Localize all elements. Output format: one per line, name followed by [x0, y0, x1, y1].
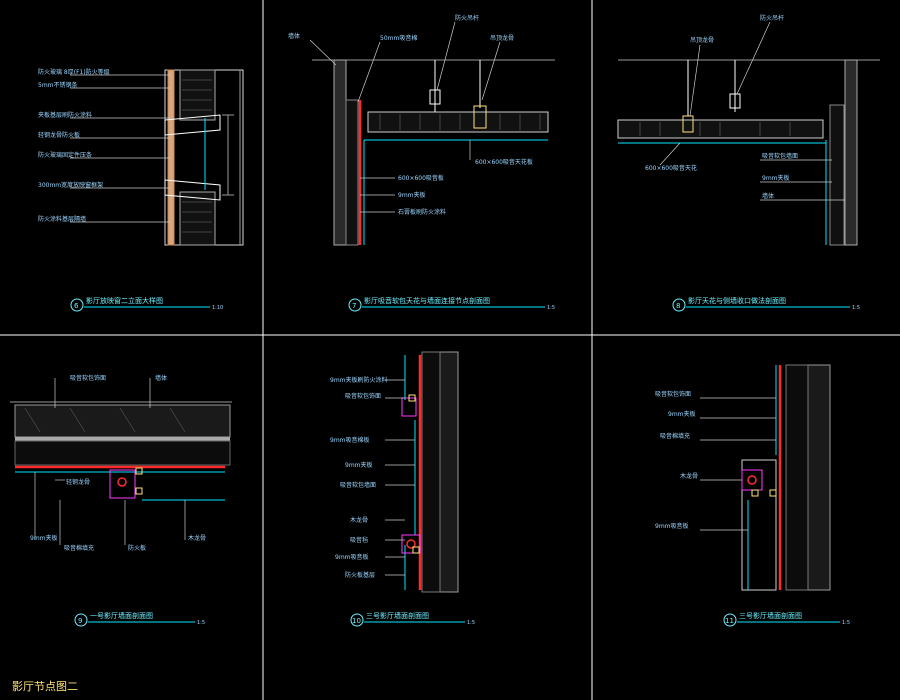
p11-number: 11 [725, 617, 734, 625]
p8-number: 8 [676, 302, 680, 310]
panel-6-detail: 防火玻璃 8厚(F1)防火等级 5mm不锈钢条 夹板基层刷防火涂料 轻钢龙骨防火… [38, 68, 244, 312]
p8-title: 影厅天花与侧墙收口做法剖面图 [688, 296, 786, 305]
p8-label-2: 600×600吸音天花 [645, 164, 697, 172]
panel-11-detail: 吸音软包饰面 9mm夹板 吸音棉填充 木龙骨 9mm吸音板 11 三号影厅墙面剖… [655, 364, 850, 627]
p7-label-3: 吊顶龙骨 [490, 34, 514, 42]
p10-number: 10 [352, 617, 361, 625]
panel-7-detail: 墙体 50mm吸音棉 防火吊杆 吊顶龙骨 600×600吸音板 9mm夹板 石膏… [288, 14, 555, 312]
p10-label-0: 9mm夹板刷防火涂料 [330, 376, 388, 384]
p8-label-0: 吊顶龙骨 [690, 36, 714, 44]
p11-label-3: 木龙骨 [680, 472, 698, 480]
p6-title: 影厅放映窗二立面大样图 [86, 296, 163, 305]
p6-label-1: 5mm不锈钢条 [38, 81, 78, 89]
p7-scale: 1:5 [547, 305, 555, 311]
p8-label-5: 墙体 [762, 192, 774, 200]
p10-label-7: 9mm吸音板 [335, 553, 369, 561]
p11-scale: 1:5 [842, 620, 850, 626]
p9-label-3: 9mm夹板 [30, 534, 58, 542]
p6-label-6: 防火涂料基层隔墙 [38, 215, 86, 223]
p9-title: 一号影厅墙面剖面图 [90, 611, 153, 620]
p10-label-4: 吸音软包墙面 [340, 481, 376, 489]
p9-label-2: 轻钢龙骨 [66, 478, 90, 486]
p8-label-1: 防火吊杆 [760, 14, 784, 22]
p9-label-0: 吸音软包饰面 [70, 374, 106, 382]
p7-label-1: 50mm吸音棉 [380, 34, 417, 42]
p8-scale: 1:5 [852, 305, 860, 311]
drawing-title: 影厅节点图二 [12, 680, 78, 693]
p9-label-5: 防火板 [128, 544, 146, 552]
p7-number: 7 [352, 302, 356, 310]
p10-label-1: 吸音软包饰面 [345, 392, 381, 400]
p7-label-5: 9mm夹板 [398, 191, 426, 199]
p6-label-4: 防火玻璃固定件压条 [38, 151, 92, 159]
p6-label-5: 300mm宽度放映窗框架 [38, 181, 103, 189]
p9-number: 9 [78, 617, 82, 625]
p10-label-6: 吸音毡 [350, 536, 368, 544]
p9-scale: 1:5 [197, 620, 205, 626]
p7-label-2: 防火吊杆 [455, 14, 479, 22]
p9-label-6: 木龙骨 [188, 534, 206, 542]
p11-label-2: 吸音棉填充 [660, 432, 690, 440]
p10-label-8: 防火板基层 [345, 571, 375, 579]
p6-label-2: 夹板基层刷防火涂料 [38, 111, 92, 119]
p7-label-4: 600×600吸音板 [398, 174, 444, 182]
p11-title: 三号影厅墙面剖面图 [739, 611, 802, 620]
p7-label-7: 600×600吸音天花板 [475, 158, 533, 166]
panel-10-detail: 9mm夹板刷防火涂料 吸音软包饰面 9mm吸音棉板 9mm夹板 吸音软包墙面 木… [330, 351, 475, 627]
p11-label-1: 9mm夹板 [668, 410, 696, 418]
panel-8-detail: 吊顶龙骨 防火吊杆 600×600吸音天花 吸音软包墙面 9mm夹板 墙体 8 … [617, 14, 880, 312]
p9-label-4: 吸音棉填充 [64, 544, 94, 552]
p9-label-1: 墙体 [155, 374, 167, 382]
p10-scale: 1:5 [467, 620, 475, 626]
p11-label-0: 吸音软包饰面 [655, 390, 691, 398]
p10-title: 三号影厅墙面剖面图 [366, 611, 429, 620]
p6-scale: 1:10 [212, 305, 223, 311]
p8-label-3: 吸音软包墙面 [762, 152, 798, 160]
p11-label-4: 9mm吸音板 [655, 522, 689, 530]
p7-title: 影厅吸音软包天花与墙面连接节点剖面图 [364, 296, 490, 305]
p7-label-0: 墙体 [288, 32, 300, 40]
p10-label-2: 9mm吸音棉板 [330, 436, 370, 444]
p8-label-4: 9mm夹板 [762, 174, 790, 182]
p6-label-3: 轻钢龙骨防火板 [38, 131, 80, 139]
p7-label-6: 石膏板刷防火涂料 [398, 208, 446, 216]
p6-number: 6 [74, 302, 79, 310]
p6-label-0: 防火玻璃 8厚(F1)防火等级 [38, 68, 110, 76]
p10-label-3: 9mm夹板 [345, 461, 373, 469]
panel-9-detail: 吸音软包饰面 墙体 轻钢龙骨 9mm夹板 吸音棉填充 防火板 木龙骨 9 一号影… [10, 374, 232, 627]
p10-label-5: 木龙骨 [350, 516, 368, 524]
